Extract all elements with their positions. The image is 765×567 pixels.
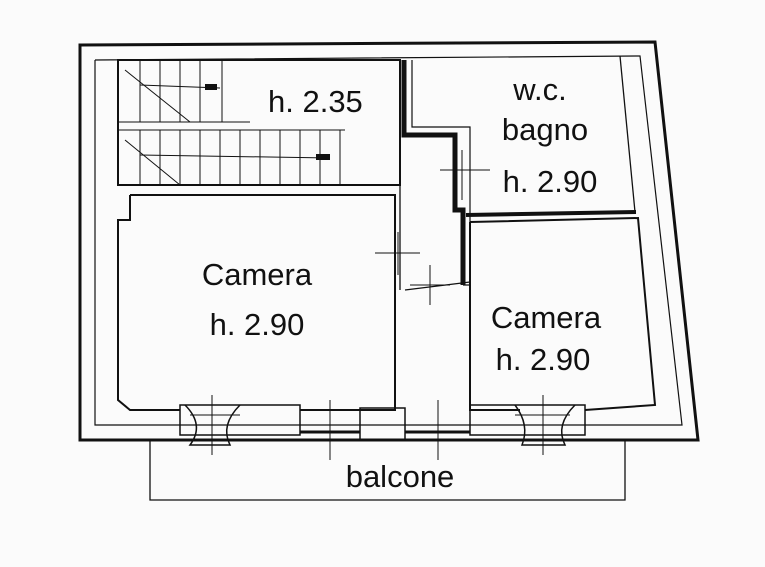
camera-right-height-label: h. 2.90 xyxy=(496,342,591,377)
reference-marks xyxy=(190,150,570,460)
outer-wall xyxy=(78,40,700,442)
camera-right-label: Camera xyxy=(491,300,602,335)
outer-wall-inner xyxy=(94,55,683,426)
balcone-label: balcone xyxy=(346,459,455,494)
bagno-label: bagno xyxy=(502,112,588,147)
balcony-outline xyxy=(149,440,626,501)
stairs-height-label: h. 2.35 xyxy=(268,84,363,119)
wc-label: w.c. xyxy=(512,72,566,107)
camera-left-label: Camera xyxy=(202,257,313,292)
interior-walls xyxy=(117,55,657,446)
bagno-height-label: h. 2.90 xyxy=(503,164,598,199)
camera-left-height-label: h. 2.90 xyxy=(210,307,305,342)
staircase xyxy=(117,59,401,186)
